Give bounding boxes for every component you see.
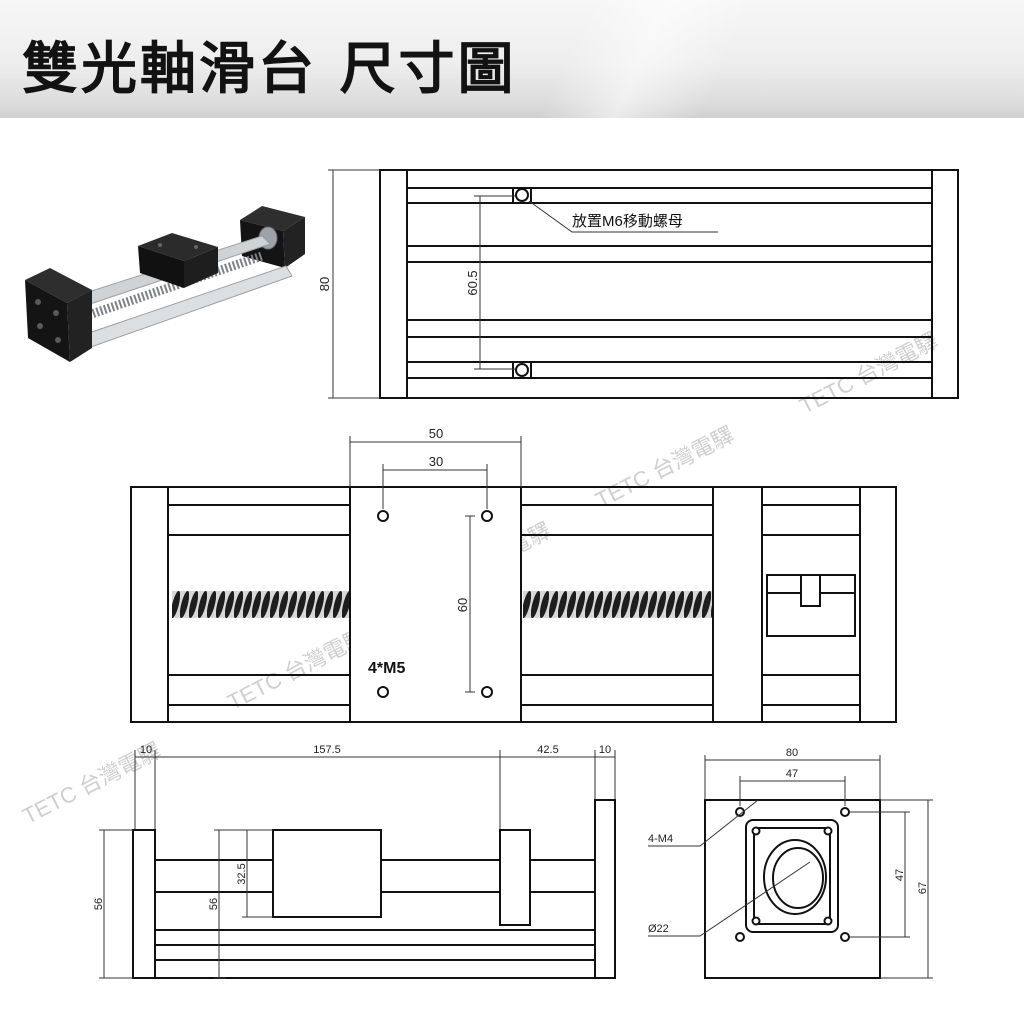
left-end-block-side <box>67 290 92 362</box>
motor-screw-hole <box>823 826 833 836</box>
carriage-hole <box>194 245 198 249</box>
motor-mount-inner <box>753 827 831 925</box>
dim-label-hole-spacing: 60.5 <box>465 270 480 295</box>
carriage-hole <box>158 243 162 247</box>
end-plate-outline <box>704 799 881 979</box>
end-block-hole <box>53 310 59 316</box>
hole-note: 4*M5 <box>368 660 405 677</box>
dim-label-carriage-width: 50 <box>429 426 443 441</box>
dim-label-carriage-height: 32.5 <box>236 863 248 884</box>
end-view: 80 47 4-M4 Ø22 47 67 <box>648 747 933 979</box>
ball-screw-left <box>172 591 349 618</box>
right-end-block-top <box>240 206 305 231</box>
m4-hole <box>735 807 745 817</box>
nut-hole-bottom <box>512 362 532 378</box>
end-block-hole <box>35 299 41 305</box>
mount-hole <box>377 510 389 522</box>
dim-label-block: 42.5 <box>537 744 558 756</box>
dim-label-inner-height: 56 <box>208 898 220 910</box>
bore-inner <box>772 847 824 909</box>
hole-leader <box>648 799 759 847</box>
callout-label: 放置M6移動螺母 <box>572 213 683 230</box>
ball-screw <box>72 251 264 325</box>
hole-note: 4-M4 <box>648 833 673 845</box>
dim-label-end-right: 10 <box>599 744 611 756</box>
dim-label-hole-y: 47 <box>894 869 906 881</box>
dim-label-overall-height: 56 <box>93 898 105 910</box>
watermark-text: TETC 台灣電驛 <box>591 422 737 513</box>
dim-label-end-left: 10 <box>140 744 152 756</box>
motor-screw-hole <box>751 916 761 926</box>
end-block-left <box>132 829 156 979</box>
m4-hole <box>735 932 745 942</box>
carriage-side <box>184 247 218 288</box>
carriage-top <box>138 233 218 261</box>
side-view: 10 157.5 42.5 10 56 56 32.5 <box>93 744 616 979</box>
callout-leader <box>528 200 718 233</box>
bore-leader <box>648 861 811 937</box>
carriage-front <box>138 246 184 288</box>
mount-hole <box>481 686 493 698</box>
nut-hole-top <box>512 188 532 203</box>
bore-outer <box>763 839 827 915</box>
watermark-text: TETC 台灣電驛 <box>223 624 369 715</box>
top-view: 80 60.5 放置M6移動螺母 <box>317 169 959 399</box>
m4-hole <box>840 807 850 817</box>
ball-screw-right <box>523 591 712 618</box>
watermark-text: TETC 台灣電驛 <box>795 328 941 419</box>
mount-hole <box>377 686 389 698</box>
dim-label-width: 80 <box>786 747 798 759</box>
dim-label-height: 67 <box>917 882 929 894</box>
dim-label-hole-y: 60 <box>455 598 470 612</box>
end-block-hole <box>37 323 43 329</box>
motor-mount-outer <box>745 819 839 933</box>
base-outline <box>379 169 959 399</box>
carriage-plate <box>349 486 522 723</box>
carriage <box>272 829 382 918</box>
right-end-block-side <box>283 217 305 268</box>
dim-label-height: 80 <box>317 277 332 291</box>
header-banner: 雙光軸滑台 尺寸圖 <box>0 0 1024 118</box>
front-view: 50 30 60 4*M5 <box>130 426 897 723</box>
rail-lines <box>168 504 860 706</box>
dim-label-hole-x: 47 <box>786 768 798 780</box>
side-rails <box>155 859 595 979</box>
coupler <box>766 574 856 637</box>
end-block-right <box>594 799 616 979</box>
mount-hole <box>481 510 493 522</box>
motor-screw-hole <box>751 826 761 836</box>
motor-screw-hole <box>823 916 833 926</box>
product-photo <box>25 206 305 362</box>
m4-hole <box>840 932 850 942</box>
bearing-block <box>499 829 531 926</box>
end-block-hole <box>55 337 61 343</box>
dim-label-hole-x: 30 <box>429 454 443 469</box>
left-end-block-top <box>25 268 92 303</box>
page-title: 雙光軸滑台 尺寸圖 <box>22 37 517 102</box>
dim-label-span: 157.5 <box>313 744 341 756</box>
bore-note: Ø22 <box>648 923 669 935</box>
